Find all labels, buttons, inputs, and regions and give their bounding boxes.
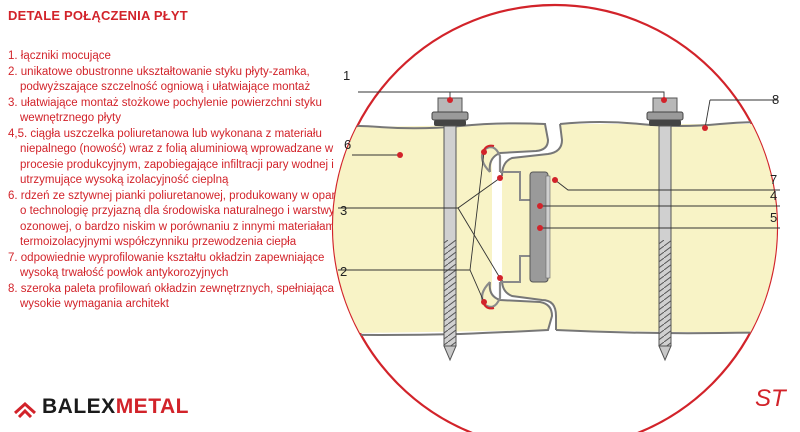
legend-item-2: 2. unikatowe obustronne ukształtowanie s… [8, 65, 311, 94]
callout-2: 2 [340, 264, 347, 279]
callout-4: 4 [770, 188, 777, 203]
callout-6: 6 [344, 137, 351, 152]
model-label: ST [755, 385, 786, 412]
screw-right [646, 97, 684, 362]
page-title: DETALE POŁĄCZENIA PŁYT [8, 8, 188, 23]
legend-item-3: 3. ułatwiające montaż stożkowe pochyleni… [8, 96, 322, 125]
foam-core-right [502, 124, 777, 334]
legend-item-1: 1. łączniki mocujące [8, 50, 111, 62]
seal-foil [545, 175, 551, 279]
callout-7: 7 [770, 172, 777, 187]
leader-dots [397, 97, 708, 305]
legend-item-6: 6. rdzeń ze sztywnej pianki poliuretanow… [8, 189, 350, 249]
logo-word-metal: METAL [115, 395, 189, 418]
inner-sheet-left [333, 281, 554, 336]
callout-8: 8 [772, 92, 779, 107]
outer-sheet-left [333, 122, 550, 173]
brand-logo: BALEX METAL [14, 394, 189, 420]
callout-1: 1 [343, 68, 350, 83]
legend: 1. łączniki mocujące 2. unikatowe obustr… [8, 48, 353, 313]
inner-sheet-right [555, 329, 777, 335]
legend-item-8: 8. szeroka paleta profilowań okładzin ze… [8, 282, 335, 311]
screw-left [431, 97, 469, 362]
legend-item-7: 7. odpowiednie wyprofilowanie kształtu o… [8, 251, 325, 280]
legend-item-4-5: 4,5. ciągła uszczelka poliuretanowa lub … [8, 127, 334, 187]
balex-logo-icon [14, 401, 36, 418]
callout-3: 3 [340, 203, 347, 218]
logo-word-balex: BALEX [42, 395, 116, 418]
outer-sheet-right-joint [501, 123, 564, 177]
callout-5: 5 [770, 210, 777, 225]
inner-sheet-right-joint [501, 279, 557, 330]
